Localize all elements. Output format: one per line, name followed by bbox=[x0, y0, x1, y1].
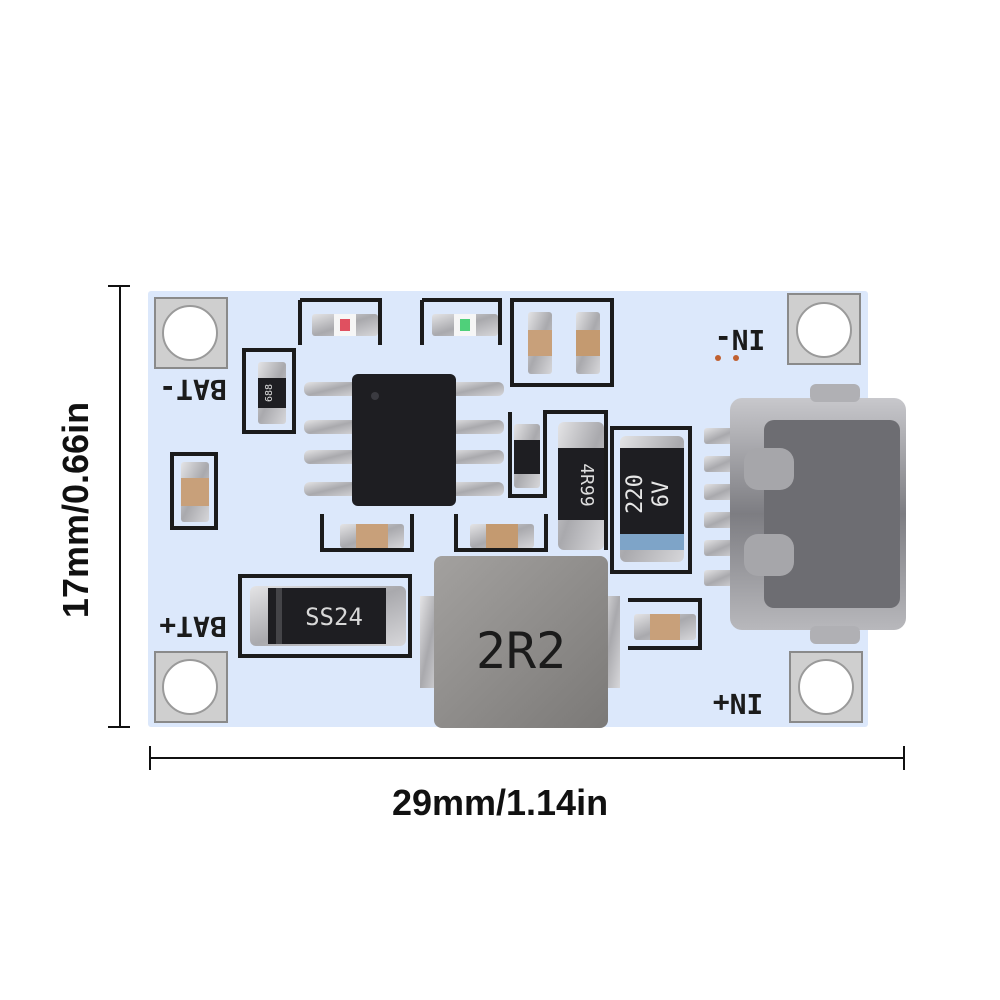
mounting-hole-top-right bbox=[787, 293, 861, 365]
capacitor-marking-220: 220 bbox=[623, 474, 648, 514]
inductor-marking: 2R2 bbox=[476, 622, 566, 680]
charger-ic bbox=[304, 374, 504, 506]
capacitor-small-1 bbox=[528, 312, 552, 374]
capacitor-small-2 bbox=[576, 312, 600, 374]
in-plus-label: IN+ bbox=[713, 687, 764, 720]
resistor-688: 688 bbox=[258, 362, 286, 424]
led-green bbox=[432, 314, 498, 336]
capacitor-small-4 bbox=[340, 524, 404, 548]
bat-plus-label: BAT+ bbox=[159, 610, 226, 643]
led-red bbox=[312, 314, 378, 336]
bat-minus-label: BAT- bbox=[159, 373, 226, 406]
in-minus-label: IN- bbox=[715, 323, 766, 356]
inductor-2r2: 2R2 bbox=[420, 556, 620, 728]
width-dimension-line bbox=[149, 746, 905, 770]
silkscreen-outlines bbox=[170, 298, 702, 658]
capacitor-small-3 bbox=[181, 462, 209, 522]
height-dimension-label: 17mm/0.66in bbox=[55, 401, 96, 619]
resistor-688-marking: 688 bbox=[264, 384, 275, 402]
diode-marking: SS24 bbox=[305, 603, 363, 631]
capacitor-marking-6v: 6V bbox=[649, 481, 674, 508]
mounting-hole-top-left bbox=[154, 297, 228, 369]
usb-c-port bbox=[704, 384, 906, 644]
capacitor-small-6 bbox=[634, 614, 696, 640]
resistor-4r99: 4R99 bbox=[558, 422, 604, 550]
tantalum-capacitor: 220 6V bbox=[620, 436, 684, 562]
mounting-hole-bottom-right bbox=[789, 651, 863, 723]
resistor-4r99-marking: 4R99 bbox=[576, 463, 597, 506]
width-dimension-label: 29mm/1.14in bbox=[391, 782, 609, 823]
schottky-diode-ss24: SS24 bbox=[250, 586, 406, 646]
small-diode bbox=[514, 424, 540, 488]
via-dot bbox=[733, 355, 739, 361]
mounting-hole-bottom-left bbox=[154, 651, 228, 723]
height-dimension-line bbox=[108, 285, 130, 728]
capacitor-small-5 bbox=[470, 524, 534, 548]
via-dot bbox=[715, 355, 721, 361]
